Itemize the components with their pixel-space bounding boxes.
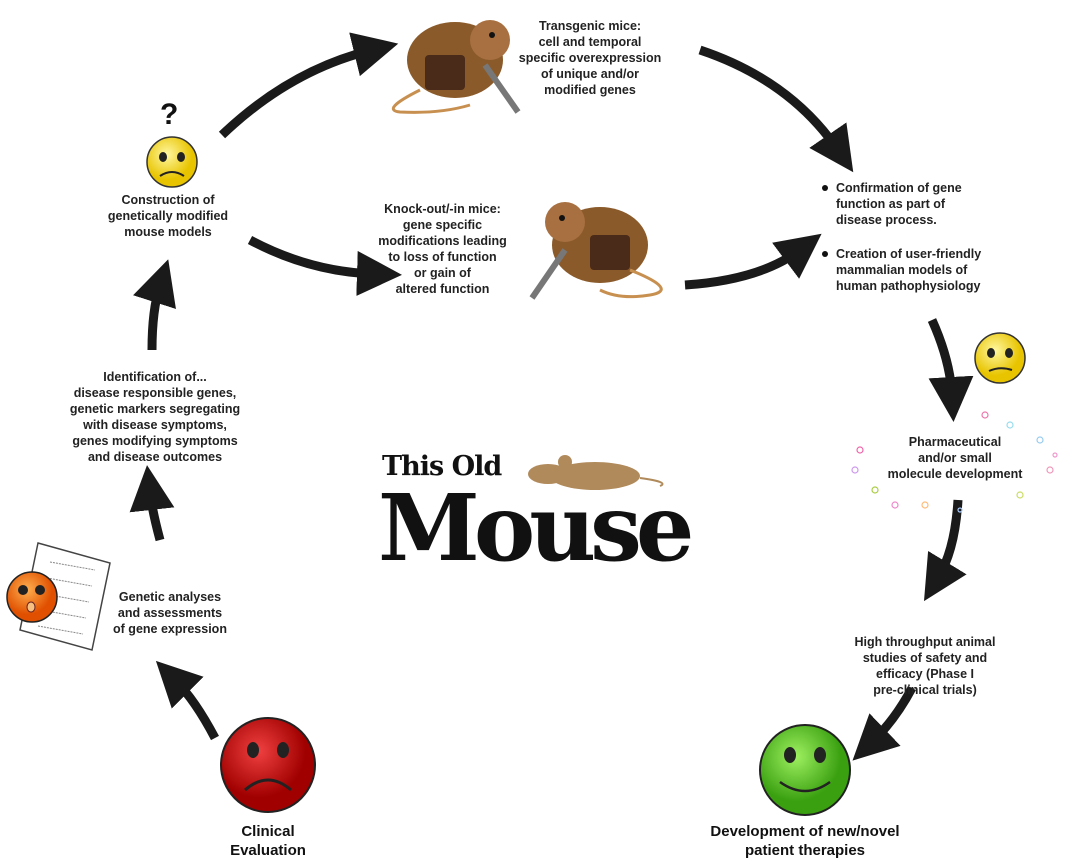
arrow-9 [129,465,175,542]
transgenic-label: Transgenic mice: cell and temporal speci… [518,19,662,97]
logo-line1: This Old [382,451,502,482]
pharma-label: Pharmaceutical and/or small molecule dev… [887,435,1023,481]
genetic-analyses-label: Genetic analyses and assessments of gene… [113,590,227,636]
arrow-3 [247,236,402,296]
high-throughput-label: High throughput animal studies of safety… [854,635,996,697]
arrow-4 [684,233,822,290]
arrow-8 [155,660,219,741]
identification-label: Identification of... disease responsible… [69,370,241,464]
logo-mouse-icon [528,455,664,490]
confirmation-bullet: Confirmation of gene function as part of… [822,180,962,228]
knockout-label: Knock-out/-in mice: gene specific modifi… [378,202,507,296]
mouse-with-saw-icon [391,20,521,114]
mouse-with-saw-icon [529,202,663,300]
arrow-7 [852,685,916,761]
arrow-1 [218,32,399,139]
arrow-10 [133,259,176,351]
shocked-face-icon [6,571,58,623]
molecule-confetti-icon [851,411,1058,513]
arrow-6 [923,499,967,602]
creation-bullet: Creation of user-friendly mammalian mode… [822,246,981,294]
clinical-label: Clinical Evaluation [230,823,306,859]
development-label: Development of new/novel patient therapi… [710,823,900,859]
happy-face-icon [759,724,851,816]
arrow-2 [698,45,854,173]
arrow-5 [927,318,974,422]
question-mark: ? [160,98,179,131]
uneasy-face-icon [974,332,1026,384]
logo-line2: Mouse [378,474,694,582]
sad-face-icon [220,717,316,813]
construction-label: Construction of genetically modified mou… [107,193,229,239]
worried-face-icon [146,136,198,188]
